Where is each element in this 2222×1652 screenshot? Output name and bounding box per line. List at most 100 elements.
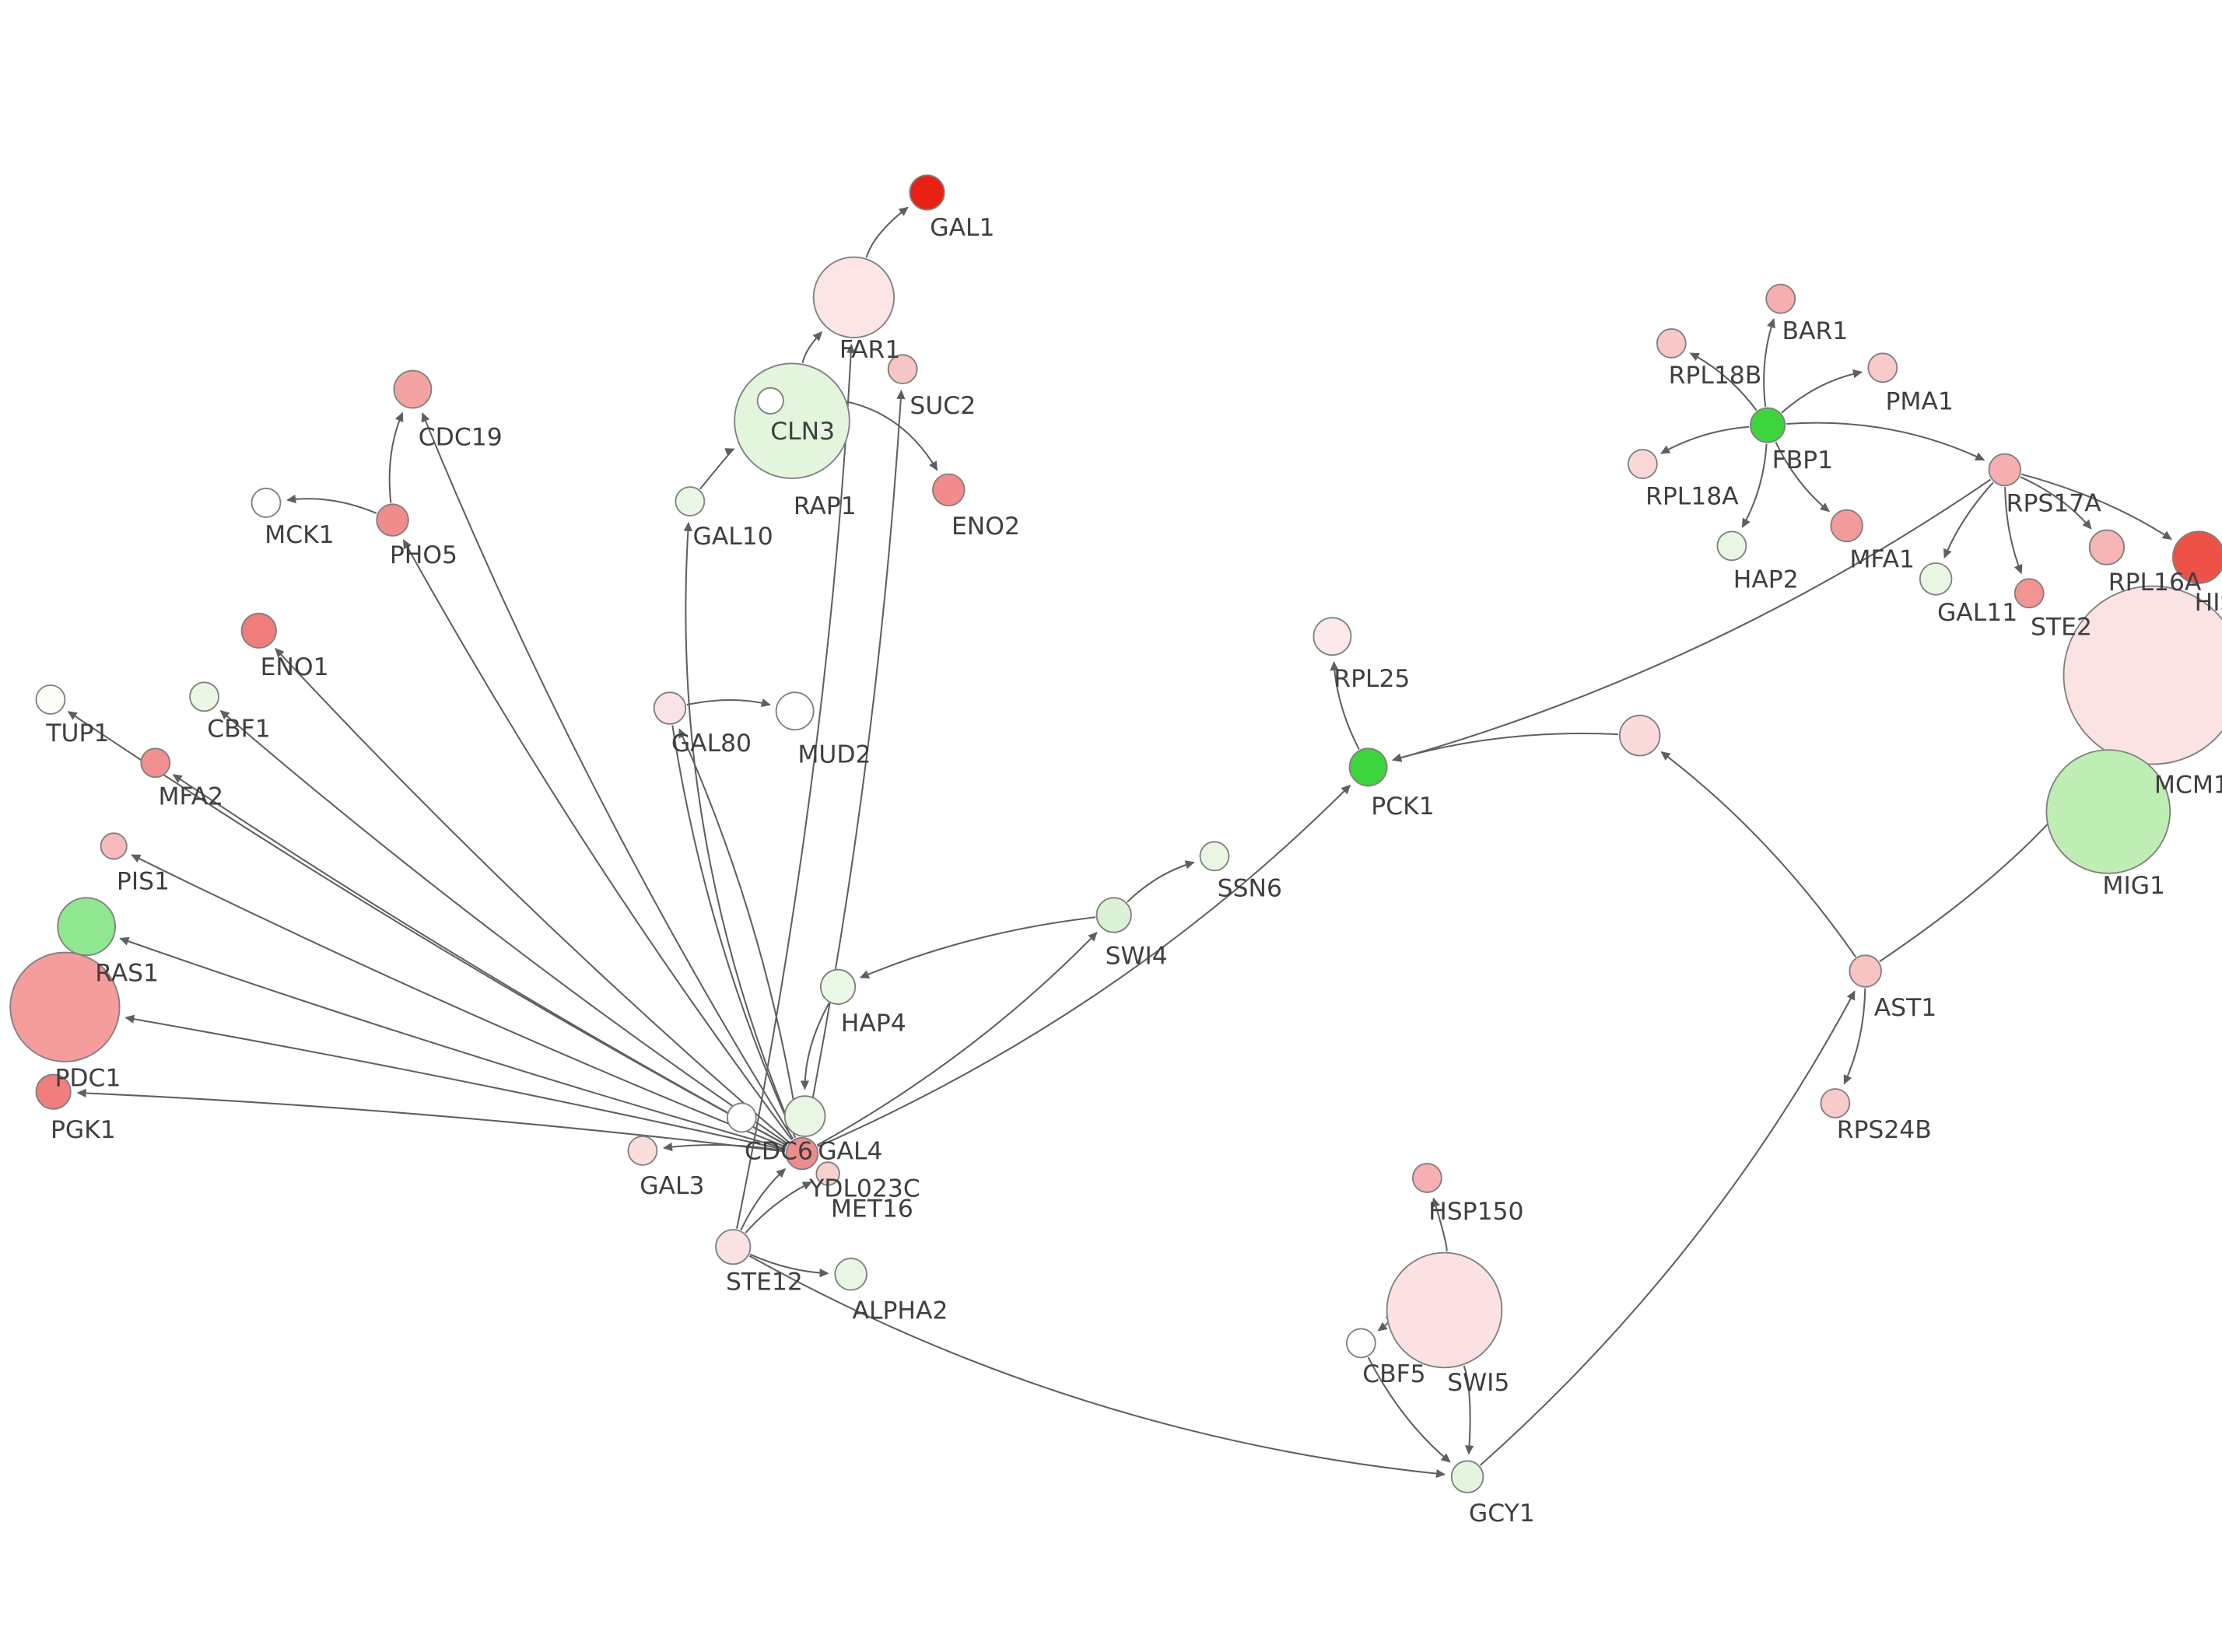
edge-FBP1-RPL18B[interactable]	[1689, 352, 1758, 411]
node-PHO5[interactable]	[376, 503, 409, 537]
edge-GCY1-AST1[interactable]	[1479, 990, 1856, 1466]
edge-RPS17A-RPL16A[interactable]	[2020, 476, 2092, 530]
edge-GAL4-MFA2[interactable]	[172, 774, 787, 1146]
node-HSP150[interactable]	[1411, 1163, 1442, 1193]
node-MUD2[interactable]	[775, 691, 815, 731]
node-STE2[interactable]	[2013, 578, 2045, 609]
node-ENO2[interactable]	[932, 473, 966, 507]
edge-RPS17A-PCK1[interactable]	[1392, 478, 1992, 762]
edge-FBP1-BAR1[interactable]	[1763, 318, 1775, 407]
edge-STE12-MET16[interactable]	[745, 1181, 812, 1234]
node-MFA1[interactable]	[1830, 509, 1863, 543]
edge-FBP1-RPL18A[interactable]	[1660, 425, 1750, 454]
edge-STE12-GCY1[interactable]	[748, 1255, 1446, 1479]
node-RPL25[interactable]	[1313, 617, 1352, 656]
node-PMA1[interactable]	[1867, 352, 1898, 383]
node-NODE_A[interactable]	[1618, 714, 1661, 757]
edge-FBP1-MFA1[interactable]	[1775, 441, 1830, 513]
edge-GAL4-PHO5[interactable]	[402, 539, 793, 1140]
edge-GAL4-GAL80[interactable]	[678, 728, 801, 1137]
edge-FAR1-GAL1[interactable]	[865, 206, 909, 258]
edge-SWI4-SSN6[interactable]	[1127, 860, 1195, 903]
edge-RPS17A-HIS4[interactable]	[2020, 473, 2172, 541]
node-AST1[interactable]	[1849, 954, 1882, 988]
edge-GAL4-ENO1[interactable]	[275, 647, 790, 1143]
edge-GAL80-GAL4[interactable]	[671, 725, 794, 1134]
edge-RPS17A-STE2[interactable]	[2004, 487, 2023, 575]
node-CDC6[interactable]	[726, 1102, 757, 1133]
node-GAL3[interactable]	[627, 1136, 658, 1166]
edge-HAP4-YDL023C[interactable]	[800, 1003, 830, 1090]
node-ENO1[interactable]	[240, 612, 277, 649]
edge-STE12-ALPHA2[interactable]	[749, 1253, 829, 1278]
edge-GAL10-CLN3[interactable]	[699, 448, 735, 490]
node-BAR1[interactable]	[1765, 283, 1796, 314]
node-MFA2[interactable]	[140, 747, 171, 779]
edge-FBP1-PMA1[interactable]	[1781, 369, 1863, 414]
edge-SWI4-HAP4[interactable]	[859, 916, 1095, 979]
node-RAP1[interactable]	[756, 387, 784, 415]
node-SWI5[interactable]	[1386, 1251, 1503, 1369]
edge-STE12-GAL4[interactable]	[740, 1168, 787, 1230]
edge-GAL4-CBF1[interactable]	[219, 709, 789, 1145]
node-PCK1[interactable]	[1348, 747, 1388, 787]
node-GAL4[interactable]	[785, 1136, 819, 1171]
node-ALPHA2[interactable]	[834, 1258, 867, 1291]
edge-CLN3-FAR1[interactable]	[801, 331, 822, 363]
node-GAL80[interactable]	[653, 691, 687, 725]
edge-RPS17A-GAL11[interactable]	[1943, 481, 1994, 559]
edge-GAL4-CDC19[interactable]	[421, 412, 794, 1139]
edge-FBP1-RPS17A[interactable]	[1786, 422, 1985, 461]
node-MET16[interactable]	[815, 1161, 840, 1186]
node-SWI4[interactable]	[1095, 897, 1132, 933]
node-YDL023C[interactable]	[783, 1095, 826, 1137]
node-FBP1[interactable]	[1749, 407, 1786, 443]
node-RPS17A[interactable]	[1988, 453, 2022, 487]
node-PDC1[interactable]	[9, 951, 121, 1062]
node-MCM1[interactable]	[2063, 585, 2222, 765]
edge-SWI5-HSP150[interactable]	[1432, 1197, 1448, 1251]
edge-PCK1-RPL25[interactable]	[1330, 661, 1360, 750]
edge-SWI5-GCY1[interactable]	[1463, 1365, 1474, 1455]
node-FAR1[interactable]	[812, 256, 895, 338]
node-CBF1[interactable]	[189, 681, 219, 712]
node-PGK1[interactable]	[35, 1073, 72, 1110]
node-GCY1[interactable]	[1450, 1460, 1484, 1493]
node-HAP4[interactable]	[819, 968, 857, 1005]
node-SUC2[interactable]	[887, 354, 918, 385]
edge-GAL80-MUD2[interactable]	[686, 698, 771, 707]
node-SSN6[interactable]	[1199, 841, 1230, 872]
node-HAP2[interactable]	[1716, 530, 1747, 562]
node-GAL1[interactable]	[909, 174, 945, 211]
edge-GAL4-GAL10[interactable]	[683, 521, 797, 1139]
edge-GAL4-PCK1[interactable]	[817, 784, 1351, 1148]
node-GAL10[interactable]	[675, 486, 706, 516]
edge-PHO5-MCK1[interactable]	[286, 494, 377, 514]
node-PIS1[interactable]	[100, 832, 128, 860]
edge-GAL4-GAL3[interactable]	[663, 1142, 786, 1152]
node-RPL18A[interactable]	[1627, 449, 1658, 479]
edge-GAL4-PGK1[interactable]	[76, 1088, 786, 1153]
edge-GAL4-RAS1[interactable]	[119, 936, 786, 1150]
edge-FBP1-HAP2[interactable]	[1741, 443, 1768, 528]
node-TUP1[interactable]	[35, 684, 66, 715]
node-CBF5[interactable]	[1345, 1328, 1376, 1359]
edge-GAL4-SUC2[interactable]	[804, 389, 906, 1137]
edge-NODE_A-PCK1[interactable]	[1392, 732, 1619, 762]
edge-STE12-FAR1[interactable]	[736, 343, 856, 1229]
edge-PHO5-CDC19[interactable]	[388, 411, 404, 503]
edge-CBF5-GCY1[interactable]	[1367, 1356, 1451, 1463]
edge-AST1-NODE_A[interactable]	[1660, 751, 1856, 957]
node-HIS4[interactable]	[2171, 530, 2222, 584]
edge-GAL4-PDC1[interactable]	[124, 1014, 786, 1151]
node-RPS24B[interactable]	[1820, 1088, 1851, 1118]
node-CDC19[interactable]	[393, 369, 433, 409]
node-GAL11[interactable]	[1919, 562, 1953, 596]
edge-GAL4-PIS1[interactable]	[131, 854, 787, 1148]
node-RPL18B[interactable]	[1656, 328, 1687, 359]
edge-GAL4-SWI4[interactable]	[816, 932, 1098, 1146]
node-RAS1[interactable]	[57, 897, 116, 957]
edge-AST1-RPS24B[interactable]	[1843, 988, 1866, 1085]
node-STE12[interactable]	[715, 1229, 752, 1265]
